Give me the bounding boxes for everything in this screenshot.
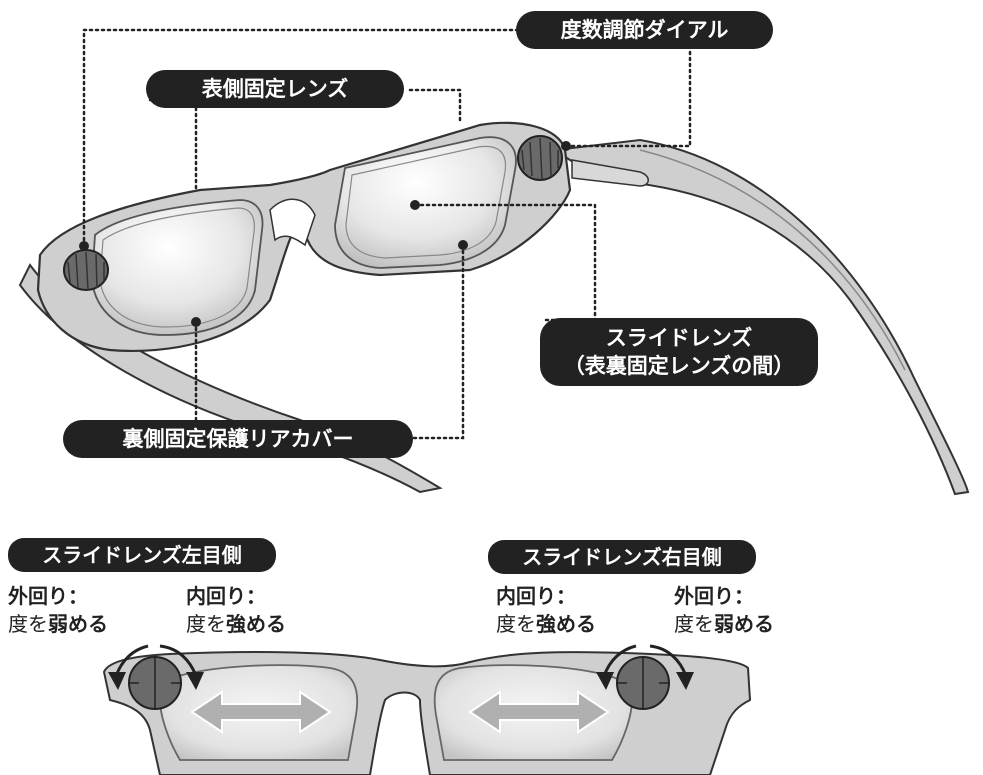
right-outer-heading: 外回り： (674, 584, 754, 608)
right-side-title: スライドレンズ右目側 (488, 540, 756, 574)
left-lens (91, 199, 264, 336)
right-outer-prefix: 度を (674, 612, 714, 636)
left-inner-instruction: 内回り： 度を強める (186, 582, 286, 638)
left-inner-prefix: 度を (186, 612, 226, 636)
right-inner-heading: 内回り： (496, 584, 576, 608)
right-outer-strong: 弱める (714, 612, 774, 636)
rotation-arrow-icon (114, 644, 198, 677)
right-inner-prefix: 度を (496, 612, 536, 636)
right-lens (334, 136, 517, 269)
right-temple-arm (552, 138, 970, 496)
rotation-arrow-icon (602, 644, 688, 677)
left-outer-instruction: 外回り： 度を弱める (8, 582, 108, 638)
left-inner-strong: 強める (226, 612, 286, 636)
double-arrow-icon (190, 690, 332, 734)
callout-slide-lens: スライドレンズ （表裏固定レンズの間） (540, 318, 818, 386)
left-side-title: スライドレンズ左目側 (8, 538, 276, 572)
callout-dial: 度数調節ダイアル (516, 11, 773, 49)
left-outer-strong: 弱める (48, 612, 108, 636)
front-right-lens (433, 664, 633, 761)
dial-knob-icon (517, 135, 563, 181)
dial-knob-icon (63, 249, 109, 291)
left-inner-heading: 内回り： (186, 584, 266, 608)
callout-slide-lens-line2: （表裏固定レンズの間） (563, 354, 795, 378)
double-arrow-icon (468, 690, 610, 734)
callout-rear-cover: 裏側固定保護リアカバー (63, 420, 413, 458)
right-outer-instruction: 外回り： 度を弱める (674, 582, 774, 638)
left-outer-heading: 外回り： (8, 584, 88, 608)
right-inner-instruction: 内回り： 度を強める (496, 582, 596, 638)
front-frame (102, 651, 752, 775)
dial-knob-icon (616, 656, 670, 710)
front-left-lens (159, 664, 359, 761)
leader-dial (82, 28, 522, 248)
leader-front-lens (148, 98, 198, 190)
left-outer-prefix: 度を (8, 612, 48, 636)
right-inner-strong: 強める (536, 612, 596, 636)
callout-front-lens: 表側固定レンズ (146, 70, 404, 108)
dial-knob-icon (128, 656, 182, 710)
callout-slide-lens-line1: スライドレンズ (605, 326, 753, 350)
